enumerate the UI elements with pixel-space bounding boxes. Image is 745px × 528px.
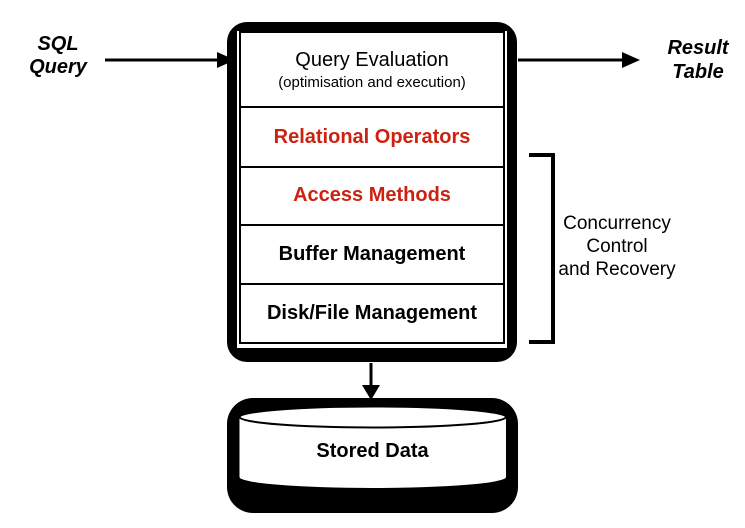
- result-table-label: Result Table: [667, 37, 729, 83]
- layer-relational-operators: Relational Operators: [241, 108, 503, 169]
- layer-query-evaluation: Query Evaluation (optimisation and execu…: [241, 33, 503, 109]
- layer-buffer-management: Buffer Management: [241, 226, 503, 285]
- concurrency-bracket-icon: [529, 153, 555, 344]
- query-input-arrow-icon: [105, 52, 235, 68]
- concurrency-control-label: Concurrency Control and Recovery: [558, 213, 676, 280]
- layer-title: Access Methods: [293, 184, 451, 207]
- engine-box: Query Evaluation (optimisation and execu…: [227, 22, 517, 362]
- stored-data-cylinder-icon: [227, 398, 518, 513]
- stored-data-label: Stored Data: [316, 440, 429, 462]
- layer-access-methods: Access Methods: [241, 168, 503, 226]
- engine-layer-stack: Query Evaluation (optimisation and execu…: [239, 31, 505, 344]
- storage-arrow-icon: [362, 363, 380, 400]
- layer-title: Buffer Management: [278, 242, 466, 265]
- layer-title: Query Evaluation: [295, 48, 449, 71]
- layer-title: Relational Operators: [273, 125, 471, 148]
- layer-subtitle: (optimisation and execution): [278, 73, 466, 91]
- layer-disk-file-management: Disk/File Management: [241, 285, 503, 342]
- sql-query-label: SQL Query: [29, 33, 87, 78]
- result-output-arrow-icon: [518, 52, 640, 68]
- layer-title: Disk/File Management: [266, 301, 478, 324]
